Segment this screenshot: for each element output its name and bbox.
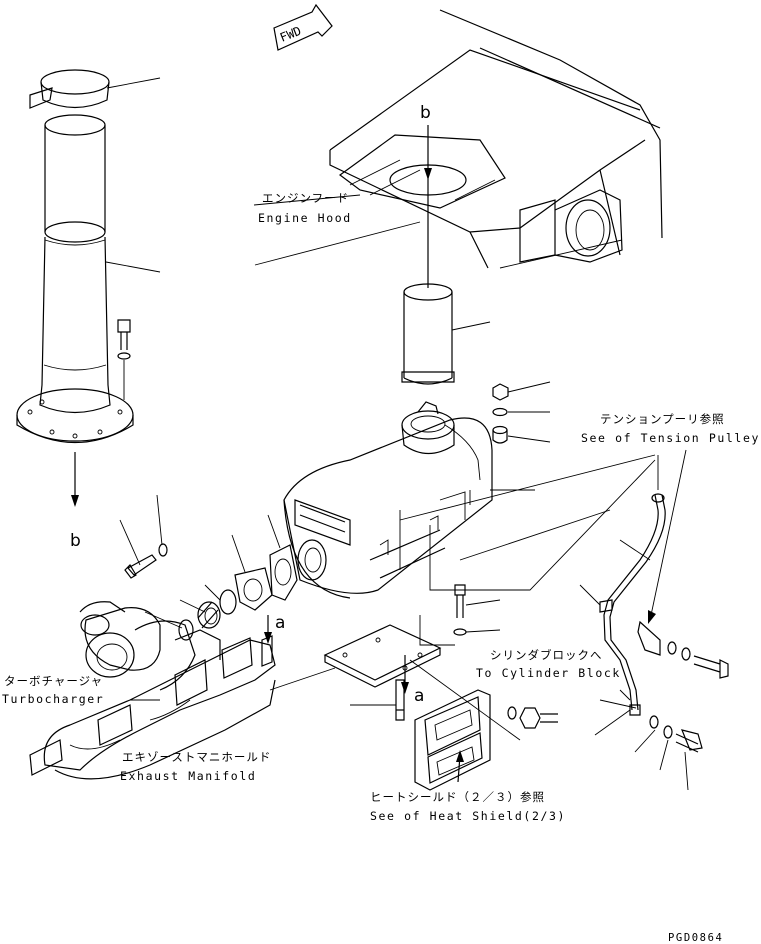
exhaust-manifold-label-en: Exhaust Manifold xyxy=(120,769,257,783)
turbocharger-drawing xyxy=(79,601,221,691)
exhaust-pipe-drawing xyxy=(16,69,134,444)
engine-hood-drawing xyxy=(254,9,663,269)
turbocharger-label-jp: ターボチャージャ xyxy=(4,674,104,688)
reference-b-left: b xyxy=(70,531,81,551)
mounting-bracket-drawing xyxy=(323,624,442,688)
engine-hood-label-jp: エンジンフード xyxy=(262,191,350,205)
tension-pipe-drawing xyxy=(579,493,666,716)
heat-shield-label-en: See of Heat Shield(2/3) xyxy=(370,809,567,823)
exhaust-manifold-label-jp: エキゾーストマニホールド xyxy=(122,750,272,764)
fwd-arrow-icon: FWD xyxy=(273,3,333,51)
gasket-flange-drawing xyxy=(124,543,298,641)
fasteners-right xyxy=(492,381,551,444)
exhaust-manifold-drawing xyxy=(29,635,276,780)
muffler-drawing xyxy=(283,401,493,599)
tension-pulley-label-jp: テンションプーリ参照 xyxy=(600,412,725,426)
reference-a-lower: a xyxy=(414,686,425,706)
inner-canister-drawing xyxy=(401,283,455,385)
turbocharger-label-en: Turbocharger xyxy=(2,692,105,706)
reference-b-top: b xyxy=(420,103,431,123)
heat-shield-label-jp: ヒートシールド（２／３）参照 xyxy=(370,790,545,804)
cylinder-block-label-en: To Cylinder Block xyxy=(476,666,621,680)
reference-a-right: a xyxy=(275,613,286,633)
engine-hood-label-en: Engine Hood xyxy=(258,211,352,225)
heat-shield-drawing xyxy=(414,689,491,791)
tension-pulley-label-en: See of Tension Pulley xyxy=(581,431,760,445)
cylinder-block-label-jp: シリンダブロックへ xyxy=(490,648,603,662)
drawing-code: PGD0864 xyxy=(668,932,724,944)
